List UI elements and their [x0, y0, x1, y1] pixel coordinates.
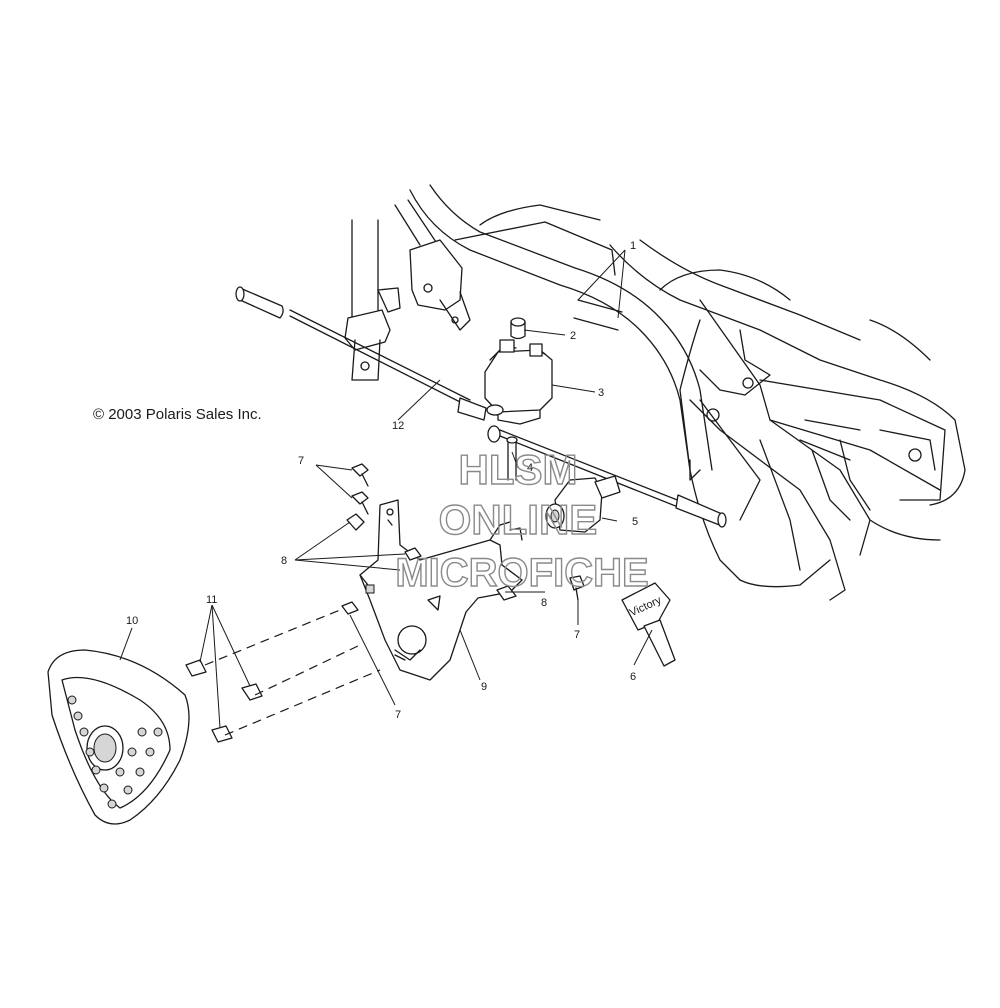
callout-7-bottom: 7 [395, 709, 401, 721]
headlight-cover [47, 649, 190, 825]
callout-4: 4 [527, 462, 533, 474]
callout-7-top: 7 [298, 455, 304, 467]
callout-11: 11 [206, 594, 217, 606]
copyright-notice: © 2003 Polaris Sales Inc. [93, 406, 262, 423]
callout-numbers: 1 2 3 4 5 6 7 7 7 8 8 9 10 11 12 [126, 240, 638, 721]
headlight-dimples [67, 695, 163, 809]
ignition-switch [506, 436, 621, 533]
lock-assembly [484, 339, 553, 425]
ignition-key: Victory [621, 582, 676, 667]
watermark-line-3: MICROFICHE [395, 551, 648, 595]
switch-housing [394, 199, 471, 331]
callout-12: 12 [392, 420, 404, 432]
callout-10: 10 [126, 615, 138, 627]
callout-8-right: 8 [541, 597, 547, 609]
callout-9: 9 [481, 681, 487, 693]
callout-2: 2 [570, 330, 576, 342]
fasteners [341, 463, 585, 615]
callout-3: 3 [598, 387, 604, 399]
watermark: HLSM ONLINE MICROFICHE [395, 445, 650, 595]
callout-8-left: 8 [281, 555, 287, 567]
callout-7-right: 7 [574, 629, 580, 641]
watermark-line-1: HLSM [459, 446, 578, 493]
callout-1: 1 [630, 240, 636, 252]
spacer [510, 317, 526, 340]
mounting-bracket [359, 499, 523, 681]
watermark-line-2: ONLINE [439, 496, 598, 543]
callout-5: 5 [632, 516, 638, 528]
clips [185, 609, 381, 743]
frame-assembly [409, 184, 966, 601]
callout-6: 6 [630, 671, 636, 683]
leader-lines [119, 249, 653, 729]
cable [235, 286, 727, 528]
fork-tube [344, 219, 401, 381]
